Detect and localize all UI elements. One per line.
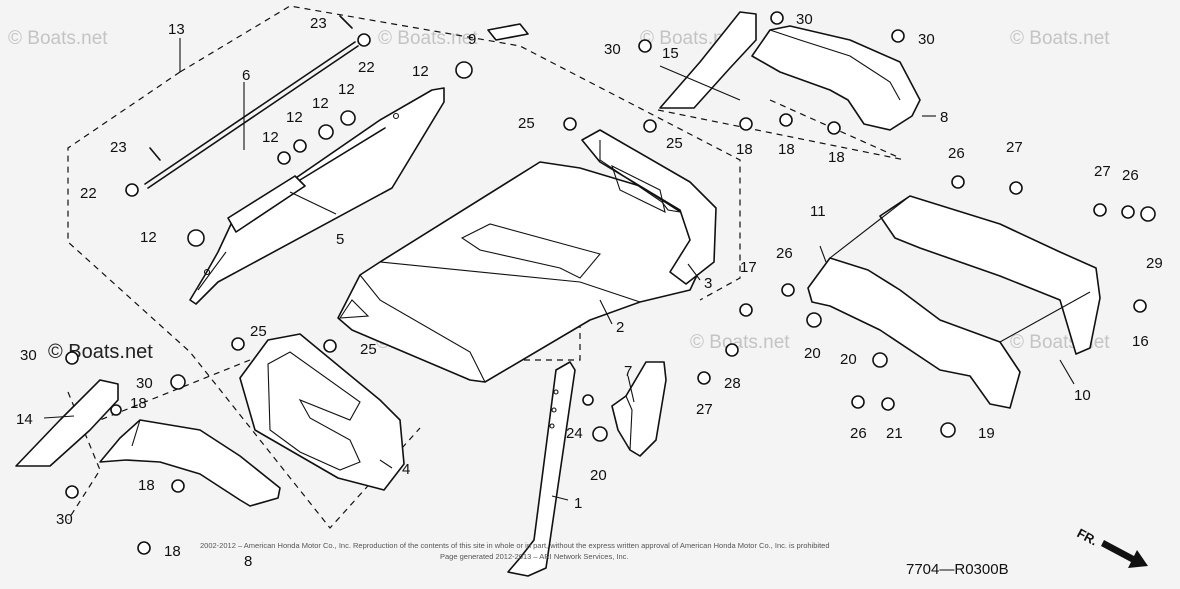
callout-25: 25: [518, 115, 535, 132]
watermark: © Boats.net: [1010, 28, 1110, 49]
part-5-stay-plate: [189, 87, 445, 305]
callout-22: 22: [80, 185, 97, 202]
part-1-leg: [507, 361, 576, 577]
part-15-bracket: [659, 11, 757, 109]
watermark: © Boats.net: [690, 332, 790, 353]
callout-30: 30: [918, 31, 935, 48]
watermark: © Boats.net: [378, 28, 478, 49]
callout-23: 23: [310, 15, 327, 32]
watermark: © Boats.net: [1010, 332, 1110, 353]
callout-20: 20: [804, 345, 821, 362]
callout-28: 28: [724, 375, 741, 392]
part-14-bracket: [15, 379, 119, 467]
direction-arrow-icon: [1101, 540, 1148, 568]
callout-9: 9: [468, 31, 476, 48]
callout-labels: 13 23 22 6 9 12 12 12 12 12 23 22 5 12 3…: [16, 11, 1163, 570]
callout-30: 30: [604, 41, 621, 58]
part-6-rod: [144, 41, 359, 189]
callout-12: 12: [412, 63, 429, 80]
part-10-11-frame: [807, 195, 1101, 409]
callout-18: 18: [164, 543, 181, 560]
callout-11: 11: [810, 203, 826, 220]
callout-8: 8: [940, 109, 948, 126]
callout-12: 12: [286, 109, 303, 126]
callout-30: 30: [56, 511, 73, 528]
callout-20: 20: [840, 351, 857, 368]
watermark-dark: © Boats.net: [48, 341, 153, 363]
callout-25: 25: [666, 135, 683, 152]
callout-12: 12: [312, 95, 329, 112]
callout-27: 27: [1006, 139, 1023, 156]
leader-lines: [43, 38, 1075, 501]
callout-23: 23: [110, 139, 127, 156]
callout-18: 18: [828, 149, 845, 166]
callout-29: 29: [1146, 255, 1163, 272]
diagram-code: 7704—R0300B: [906, 561, 1009, 578]
callout-25: 25: [250, 323, 267, 340]
callout-12: 12: [262, 129, 279, 146]
direction-label: FR.: [1075, 525, 1101, 548]
callout-21: 21: [886, 425, 903, 442]
callout-30: 30: [20, 347, 37, 364]
copyright-line-1: 2002-2012 – American Honda Motor Co., In…: [200, 541, 830, 550]
part-8-top-bracket: [751, 25, 921, 131]
callout-26: 26: [1122, 167, 1139, 184]
callout-27: 27: [696, 401, 713, 418]
callout-18: 18: [736, 141, 753, 158]
callout-27: 27: [1094, 163, 1111, 180]
callout-30: 30: [796, 11, 813, 28]
callout-24: 24: [566, 425, 583, 442]
callout-22: 22: [358, 59, 375, 76]
callout-19: 19: [978, 425, 995, 442]
callout-5: 5: [336, 231, 344, 248]
part-3-side-cover: [581, 129, 717, 285]
part-8-bottom-bracket: [99, 419, 281, 507]
fasteners: [65, 11, 1156, 555]
callout-8: 8: [244, 553, 252, 570]
callout-6: 6: [242, 67, 250, 84]
callout-18: 18: [138, 477, 155, 494]
callout-26: 26: [850, 425, 867, 442]
callout-25: 25: [360, 341, 377, 358]
callout-4: 4: [402, 461, 410, 478]
copyright-line-2: Page generated 2012-2013 – ARI Network S…: [440, 552, 628, 561]
front-direction-indicator: FR.: [1075, 525, 1148, 568]
callout-17: 17: [740, 259, 757, 276]
callout-30: 30: [136, 375, 153, 392]
callout-18: 18: [778, 141, 795, 158]
callout-3: 3: [704, 275, 712, 292]
callout-12: 12: [338, 81, 355, 98]
callout-18: 18: [130, 395, 147, 412]
callout-13: 13: [168, 21, 185, 38]
callout-7: 7: [624, 363, 632, 380]
callout-12: 12: [140, 229, 157, 246]
callout-10: 10: [1074, 387, 1091, 404]
callout-26: 26: [776, 245, 793, 262]
callout-2: 2: [616, 319, 624, 336]
callout-15: 15: [662, 45, 679, 62]
callout-16: 16: [1132, 333, 1149, 350]
part-7-bracket: [611, 361, 667, 457]
watermark: © Boats.net: [8, 28, 108, 49]
callout-14: 14: [16, 411, 33, 428]
callout-20: 20: [590, 467, 607, 484]
callout-1: 1: [574, 495, 582, 512]
part-4-front-panel: [239, 333, 405, 491]
callout-26: 26: [948, 145, 965, 162]
